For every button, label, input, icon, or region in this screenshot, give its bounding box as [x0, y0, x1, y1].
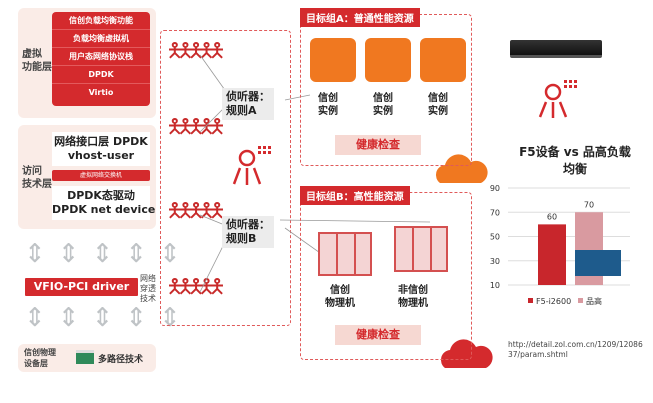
y-tick-label: 70: [490, 208, 500, 217]
cloud-icon-red: [440, 339, 493, 368]
load-balancer-icon: [232, 149, 262, 185]
stack-row: 负载均衡虚拟机: [52, 30, 150, 48]
chip-icon: [76, 350, 94, 364]
group-b-title: 目标组B：高性能资源: [300, 186, 410, 205]
health-check-a: 健康检查: [335, 135, 421, 155]
bar: [538, 224, 566, 285]
data-label: 70: [584, 200, 594, 209]
instance-label: 信创 实例: [428, 93, 448, 117]
server-icon: [318, 232, 372, 276]
server-label: 信创 物理机: [325, 285, 355, 309]
stack-row: Virtio: [88, 88, 114, 97]
legend-label: F5-i2600: [536, 297, 571, 306]
cloud-icon-orange: [435, 154, 488, 183]
users-group-icon: 🯅🯅🯅🯅🯅: [166, 274, 226, 298]
users-group-icon: 🯅🯅🯅🯅🯅: [166, 198, 226, 222]
listener-rule-a: 侦听器： 规则A: [222, 88, 274, 120]
physical-layer-label: 信创物理 设备层: [24, 348, 56, 368]
instance-icon: [310, 38, 356, 82]
health-check-b: 健康检查: [335, 325, 421, 345]
y-tick-label: 30: [490, 257, 500, 266]
data-label: 60: [547, 212, 557, 221]
chart-title: F5设备 vs 品高负载 均衡: [519, 145, 631, 176]
users-group-icon: 🯅🯅🯅🯅🯅: [166, 38, 226, 62]
net-device-box: DPDK态驱动 DPDK net device: [52, 186, 155, 220]
legend-swatch: [528, 298, 533, 303]
multipath-label: 多路径技术: [98, 355, 144, 365]
vfio-driver-bar: VFIO-PCI driver: [25, 278, 138, 296]
legend-label: 品高: [586, 296, 602, 306]
vhost-user-box: 网络接口层 DPDK vhost-user: [52, 132, 150, 166]
instance-label: 信创 实例: [373, 93, 393, 117]
chip-photo: [575, 250, 621, 276]
instance-icon: [420, 38, 466, 82]
instance-label: 信创 实例: [318, 93, 338, 117]
group-a-title: 目标组A：普通性能资源: [300, 8, 420, 27]
f5-device-image: [510, 40, 602, 58]
server-label: 非信创 物理机: [398, 285, 428, 309]
y-tick-label: 50: [490, 233, 500, 242]
virtual-switch-bar: 虚拟网络交换机: [52, 170, 150, 181]
virtual-layer-label: 虚拟 功能层: [22, 49, 52, 73]
instance-icon: [365, 38, 411, 82]
listener-rule-b: 侦听器： 规则B: [222, 216, 274, 248]
network-passthrough-label: 网络 穿透 技术: [140, 274, 156, 303]
load-balancer-icon-right: [538, 83, 568, 118]
stack-row: 用户态网络协议栈: [52, 48, 150, 66]
users-area: [160, 30, 291, 326]
y-tick-label: 90: [490, 184, 500, 193]
access-layer-label: 访问 技术层: [22, 166, 52, 190]
server-icon: [394, 226, 448, 272]
bidirectional-arrows-top: ⇕⇕⇕⇕⇕: [24, 239, 193, 269]
legend-swatch: [578, 298, 583, 303]
virtual-stack: 信创负载均衡功能 负载均衡虚拟机 用户态网络协议栈 DPDK Virtio: [52, 12, 150, 106]
bidirectional-arrows-bottom: ⇕⇕⇕⇕⇕: [24, 303, 193, 333]
stack-row: DPDK: [52, 66, 150, 84]
y-tick-label: 10: [490, 281, 500, 290]
source-url[interactable]: http://detail.zol.com.cn/1209/12086 37/p…: [508, 340, 643, 359]
stack-row: 信创负载均衡功能: [52, 12, 150, 30]
